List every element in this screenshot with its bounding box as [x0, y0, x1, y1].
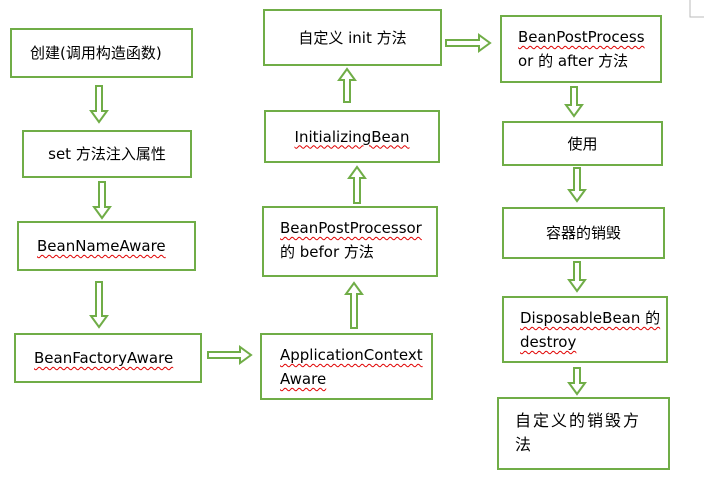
node-bean-name-aware: BeanNameAware [17, 221, 196, 271]
node-bean-factory-aware: BeanFactoryAware [14, 333, 202, 383]
node-bpp-after-line2: or 的 after 方法 [518, 52, 629, 70]
node-container-destroy: 容器的销毁 [502, 207, 665, 259]
arrow-down-disposable-to-customdestroy [567, 367, 587, 396]
node-bpp-before-line2: 的 befor 方法 [280, 243, 374, 261]
node-container-destroy-label: 容器的销毁 [545, 224, 621, 242]
node-application-context-aware-line2: Aware [280, 370, 327, 388]
node-initializing-bean: InitializingBean [264, 110, 440, 163]
arrow-down-use-to-containerdestroy [567, 167, 587, 203]
node-use: 使用 [502, 121, 663, 166]
node-custom-init-label: 自定义 init 方法 [298, 28, 407, 47]
arrow-down-containerdestroy-to-disposable [567, 261, 587, 293]
node-custom-destroy-line1: 自定义的销毁方 [515, 411, 642, 430]
arrow-up-appctx-to-bppbefore [344, 281, 364, 329]
arrow-down-bppafter-to-use [564, 86, 584, 118]
node-bean-name-aware-label: BeanNameAware [37, 237, 166, 255]
node-custom-destroy: 自定义的销毁方 法 [497, 397, 670, 470]
arrow-down-set-to-beanname [92, 181, 112, 220]
node-bpp-after: BeanPostProcess or 的 after 方法 [500, 15, 662, 83]
node-set-properties-label: set 方法注入属性 [48, 145, 166, 163]
node-application-context-aware: ApplicationContext Aware [260, 333, 433, 400]
arrow-right-beanfactory-to-appctx [207, 345, 253, 365]
node-initializing-bean-label: InitializingBean [294, 127, 410, 146]
node-bpp-after-line1: BeanPostProcess [518, 28, 645, 46]
arrow-down-create-to-set [89, 85, 109, 124]
arrow-right-custominit-to-bppafter [445, 33, 492, 53]
node-disposable-bean: DisposableBean 的 destroy [502, 296, 668, 363]
arrow-down-beanname-to-beanfactory [89, 281, 109, 329]
node-bpp-before-line1: BeanPostProcessor [280, 219, 422, 237]
node-custom-destroy-line2: 法 [515, 435, 534, 454]
node-disposable-bean-line1: DisposableBean 的 [520, 309, 661, 327]
node-disposable-bean-line2: destroy [520, 333, 577, 351]
node-set-properties: set 方法注入属性 [22, 130, 192, 178]
node-bpp-before: BeanPostProcessor 的 befor 方法 [262, 206, 438, 277]
node-use-label: 使用 [567, 134, 598, 153]
arrow-up-bppbefore-to-initializing [347, 165, 367, 204]
arrow-up-initializing-to-custominit [337, 67, 357, 103]
node-application-context-aware-line1: ApplicationContext [280, 346, 423, 364]
node-custom-init: 自定义 init 方法 [263, 9, 442, 66]
node-bean-factory-aware-label: BeanFactoryAware [34, 349, 174, 367]
corner-mark [689, 0, 704, 18]
node-create: 创建(调用构造函数) [10, 28, 193, 78]
node-create-label: 创建(调用构造函数) [30, 44, 162, 62]
